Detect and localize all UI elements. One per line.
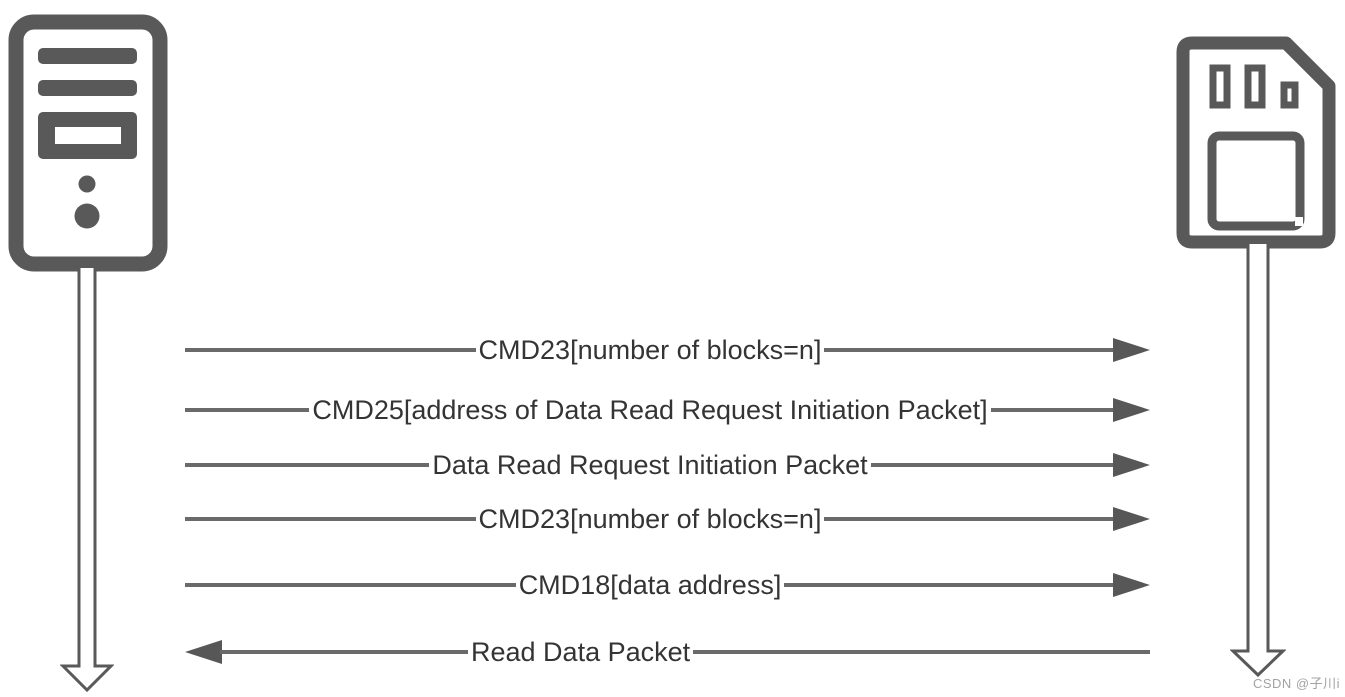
message-line (185, 408, 310, 412)
message-line (990, 408, 1116, 412)
message-line (784, 583, 1116, 587)
message-line (185, 517, 476, 521)
message-cmd23-1: CMD23[number of blocks=n] (185, 330, 1150, 370)
host-lifeline-arrow-icon (60, 268, 114, 693)
message-line (824, 348, 1115, 352)
arrowhead-left-icon (185, 640, 222, 664)
computer-tower-icon (8, 14, 168, 272)
message-label: CMD23[number of blocks=n] (478, 503, 822, 534)
arrowhead-right-icon (1113, 338, 1150, 362)
sd-card-icon (1176, 36, 1336, 249)
arrowhead-right-icon (1113, 573, 1151, 597)
message-data-read-request: Data Read Request Initiation Packet (185, 445, 1151, 485)
message-cmd23-2: CMD23[number of blocks=n] (185, 499, 1150, 539)
message-line (185, 583, 516, 587)
message-line (824, 517, 1115, 521)
arrowhead-right-icon (1113, 398, 1151, 422)
message-label: CMD18[data address] (518, 569, 782, 600)
message-read-data-packet: Read Data Packet (185, 632, 1150, 672)
arrowhead-right-icon (1113, 453, 1151, 477)
message-line (220, 650, 468, 654)
message-label: CMD25[address of Data Read Request Initi… (312, 394, 988, 425)
watermark: CSDN @子川i (1252, 676, 1340, 691)
message-label: CMD23[number of blocks=n] (478, 334, 822, 365)
message-line (185, 463, 430, 467)
message-line (185, 348, 476, 352)
arrowhead-right-icon (1113, 507, 1150, 531)
message-cmd25: CMD25[address of Data Read Request Initi… (185, 390, 1151, 430)
message-line (693, 650, 1150, 654)
message-label: Data Read Request Initiation Packet (432, 449, 868, 480)
message-cmd18: CMD18[data address] (185, 565, 1151, 605)
message-label: Read Data Packet (471, 636, 691, 667)
sd-card-lifeline-arrow-icon (1230, 244, 1286, 678)
message-line (870, 463, 1116, 467)
